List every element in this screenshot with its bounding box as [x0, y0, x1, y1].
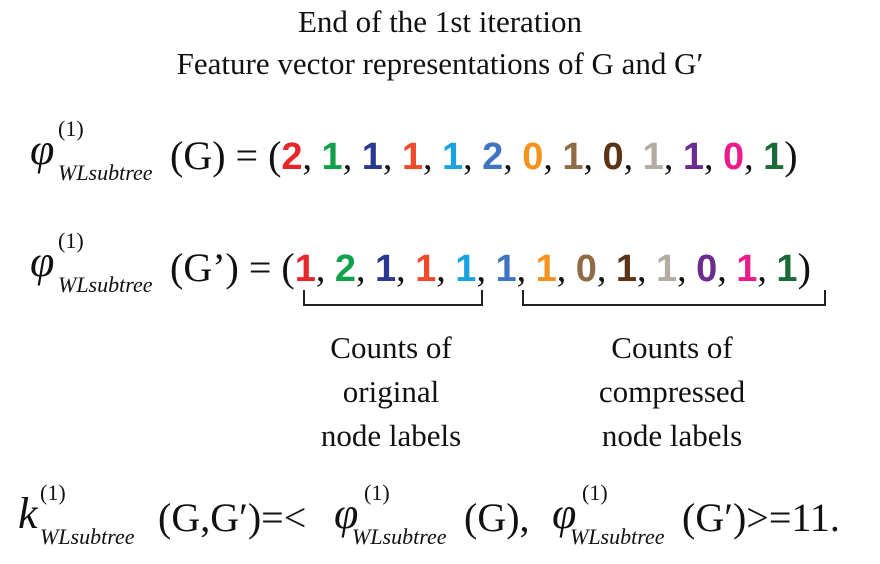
title-line-1: End of the 1st iteration [297, 4, 583, 39]
bracket-compressed-labels [522, 290, 826, 306]
vector-value: 1 [736, 248, 758, 290]
kernel-arg-g-prime: (G′)>=11. [682, 495, 840, 540]
phi-superscript: (1) [582, 480, 608, 505]
vector-value: 0 [696, 248, 718, 290]
phi-symbol: φ [30, 237, 55, 286]
comma-separator: , [596, 248, 616, 290]
phi-superscript: (1) [364, 480, 390, 505]
vector-values: 1, 2, 1, 1, 1, 1, 1, 0, 1, 1, 0, 1, 1 [295, 245, 798, 290]
phi-symbol: φ [334, 489, 359, 538]
kernel-equation: k (1) WLsubtree (G,G′)=< φ (1) WLsubtree… [18, 478, 878, 558]
kernel-superscript: (1) [40, 480, 66, 505]
comma-separator: , [422, 136, 442, 178]
label-line: original [342, 374, 440, 409]
vector-arg: (G’) = ( [170, 245, 295, 290]
title-line-2: Feature vector representations of G and … [176, 46, 704, 81]
vector-value: 1 [642, 136, 664, 178]
vector-value: 1 [441, 136, 464, 178]
kernel-symbol: k [18, 489, 38, 538]
comma-separator: , [543, 136, 563, 178]
vector-value: 2 [482, 136, 504, 178]
vector-value: 1 [763, 136, 785, 178]
vector-value: 0 [575, 248, 597, 290]
kernel-subscript: WLsubtree [40, 524, 135, 549]
comma-separator: , [663, 136, 683, 178]
comma-separator: , [744, 136, 764, 178]
vector-value: 1 [361, 136, 383, 178]
phi-subscript: WLsubtree [570, 524, 665, 549]
comma-separator: , [342, 136, 362, 178]
comma-separator: , [503, 136, 523, 178]
label-line: Counts of [330, 330, 452, 365]
comma-separator: , [717, 248, 737, 290]
vector-value: 0 [722, 136, 745, 178]
vector-value: 1 [415, 248, 437, 290]
comma-separator: , [677, 248, 697, 290]
phi-symbol-group: φ (1) WLsubtree [30, 228, 180, 302]
kernel-args: (G,G′)=< [158, 495, 307, 540]
vector-expression: (G’) = (1, 2, 1, 1, 1, 1, 1, 0, 1, 1, 0,… [170, 246, 811, 291]
label-line: node labels [601, 418, 743, 453]
vector-value: 2 [281, 136, 303, 178]
phi-superscript: (1) [58, 228, 84, 253]
vector-value: 1 [495, 248, 517, 290]
phi-subscript: WLsubtree [58, 272, 153, 297]
comma-separator: , [396, 248, 416, 290]
vector-values: 2, 1, 1, 1, 1, 2, 0, 1, 0, 1, 1, 0, 1 [281, 133, 784, 178]
comma-separator: , [382, 136, 402, 178]
vector-close: ) [797, 245, 811, 290]
vector-arg: (G) = ( [170, 133, 282, 178]
vector-value: 2 [334, 248, 357, 290]
vector-value: 1 [656, 248, 678, 290]
comma-separator: , [356, 248, 376, 290]
vector-close: ) [784, 133, 798, 178]
vector-value: 1 [375, 248, 397, 290]
comma-separator: , [623, 136, 643, 178]
label-compressed-counts: Counts of compressed node labels [552, 326, 792, 458]
label-line: node labels [320, 418, 462, 453]
comma-separator: , [436, 248, 456, 290]
bracket-original-labels [303, 290, 483, 306]
phi-subscript: WLsubtree [58, 160, 153, 185]
vector-value: 1 [294, 248, 316, 290]
vector-value: 1 [455, 248, 477, 290]
comma-separator: , [583, 136, 603, 178]
comma-separator: , [302, 136, 322, 178]
vector-value: 1 [776, 248, 798, 290]
vector-value: 1 [321, 136, 343, 178]
vector-value: 1 [615, 248, 637, 290]
label-original-counts: Counts of original node labels [291, 326, 491, 458]
comma-separator: , [476, 248, 496, 290]
phi-symbol: φ [552, 489, 577, 538]
comma-separator: , [637, 248, 656, 290]
comma-separator: , [463, 136, 483, 178]
vector-value: 0 [522, 136, 544, 178]
vector-value: 1 [401, 136, 423, 178]
vector-value: 1 [562, 136, 584, 178]
label-line: compressed [598, 374, 746, 409]
vector-value: 1 [535, 248, 557, 290]
label-line: Counts of [611, 330, 733, 365]
phi-subscript: WLsubtree [352, 524, 447, 549]
comma-separator: , [757, 248, 777, 290]
vector-value: 1 [682, 136, 704, 178]
vector-value: 0 [602, 136, 624, 178]
phi-symbol-group: φ (1) WLsubtree [30, 116, 180, 190]
vector-expression: (G) = (2, 1, 1, 1, 1, 2, 0, 1, 0, 1, 1, … [170, 134, 798, 179]
phi-superscript: (1) [58, 116, 84, 141]
comma-separator: , [516, 248, 536, 290]
phi-symbol: φ [30, 125, 55, 174]
kernel-arg-g: (G), [464, 495, 530, 540]
comma-separator: , [556, 248, 576, 290]
comma-separator: , [315, 248, 335, 290]
comma-separator: , [703, 136, 723, 178]
